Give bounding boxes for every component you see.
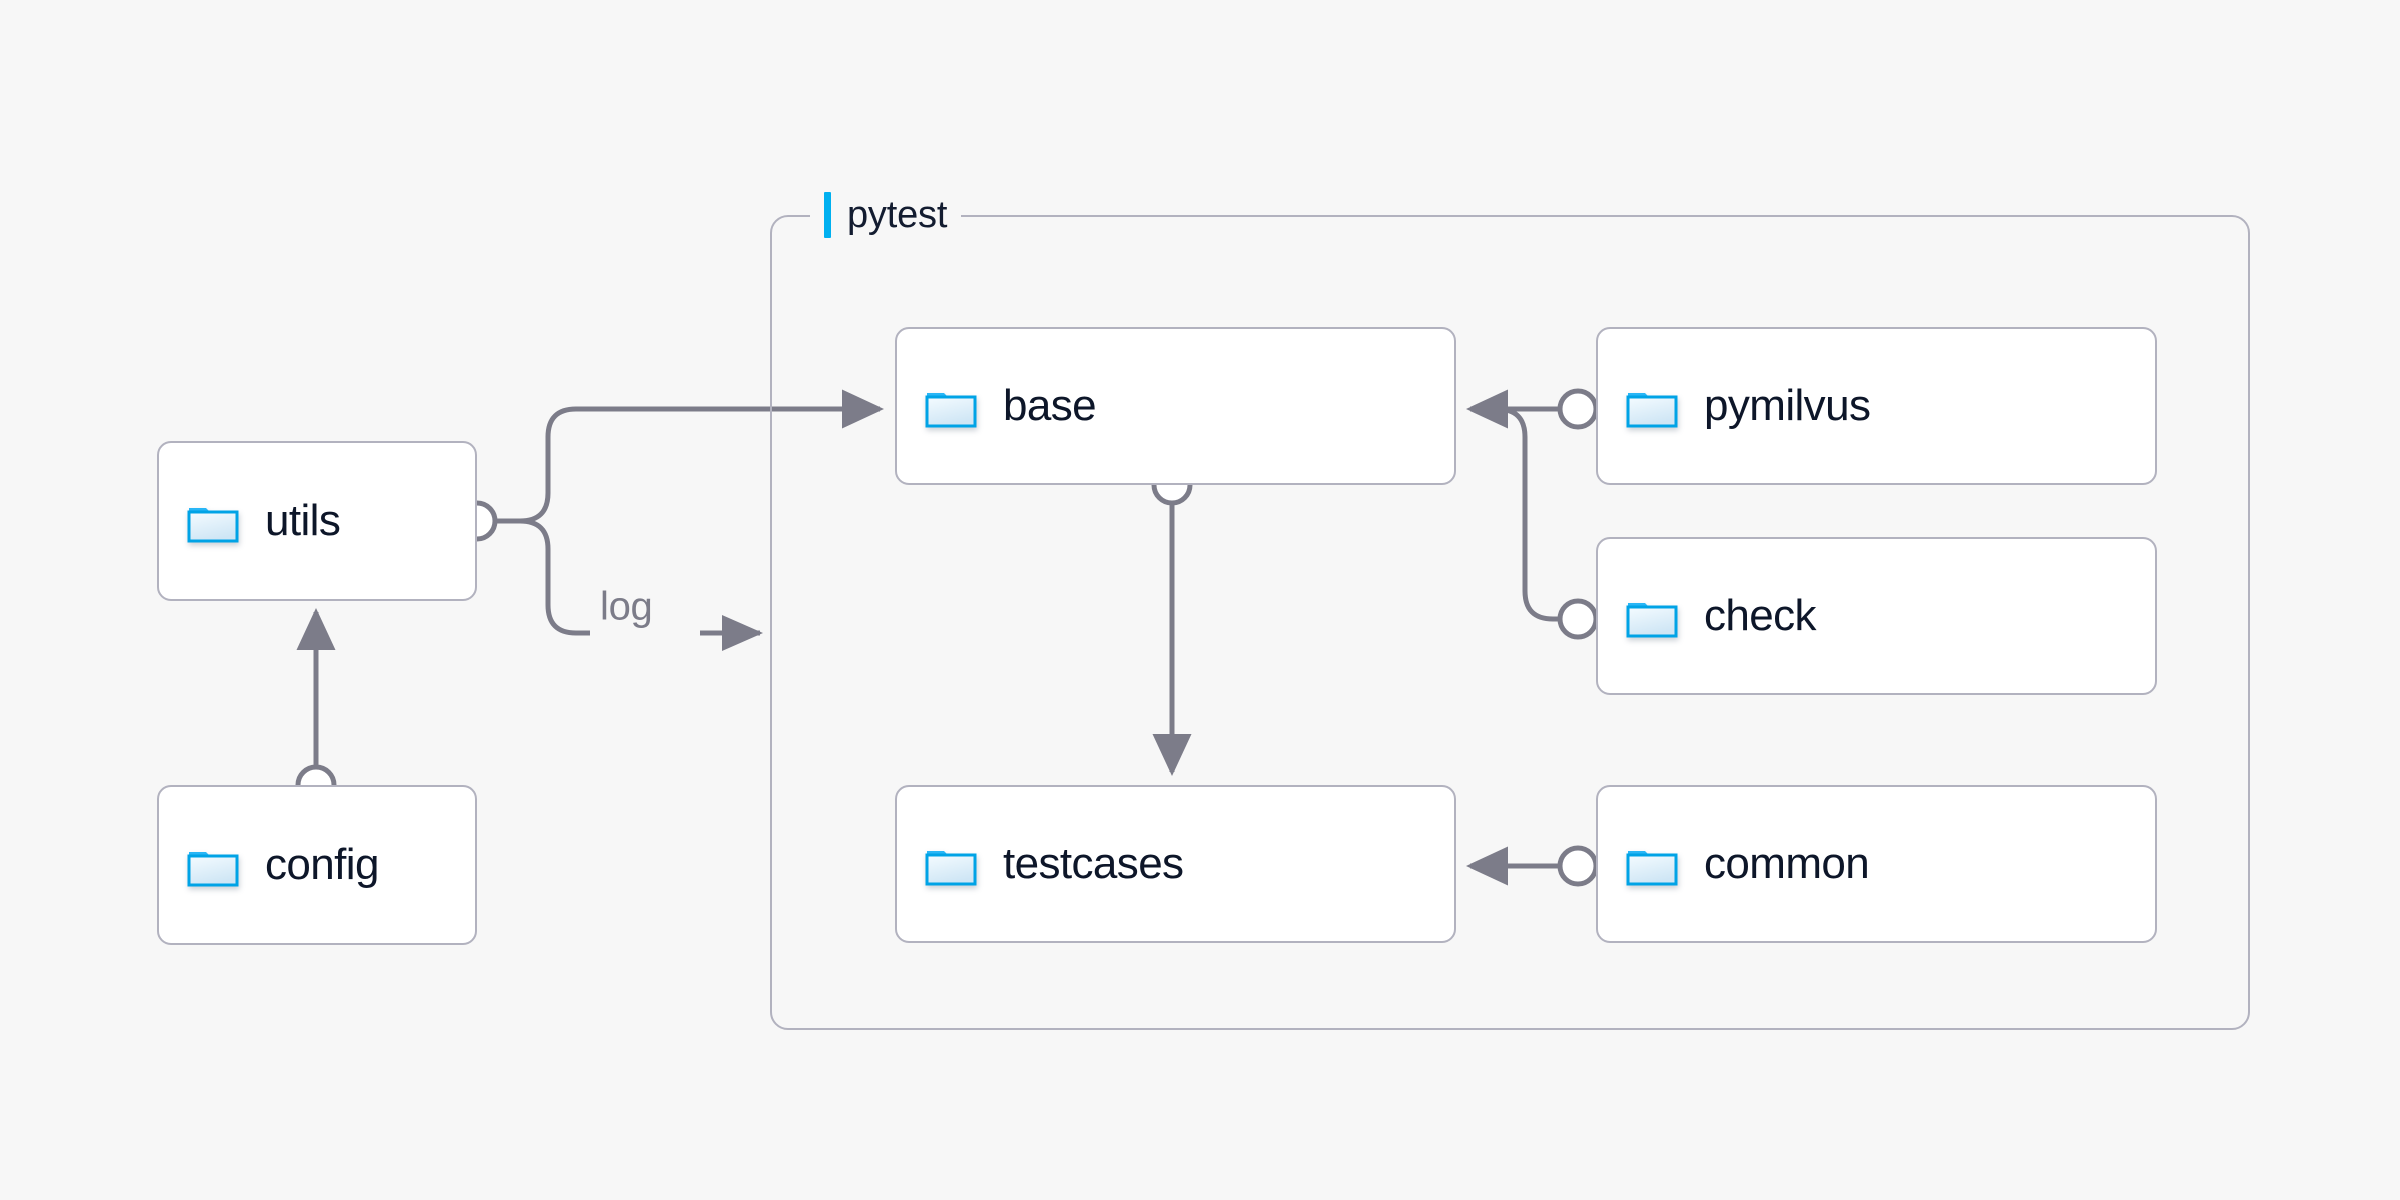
node-label: config	[265, 840, 379, 889]
node-base[interactable]: base	[895, 327, 1456, 485]
node-config[interactable]: config	[157, 785, 477, 945]
edge-label-log: log	[600, 584, 653, 629]
node-label: check	[1704, 591, 1817, 640]
folder-icon	[925, 842, 977, 886]
node-common[interactable]: common	[1596, 785, 2157, 943]
folder-icon	[925, 384, 977, 428]
pytest-group-label: pytest	[810, 188, 962, 242]
node-label: utils	[265, 496, 341, 545]
group-label-text: pytest	[847, 193, 948, 236]
folder-icon	[187, 843, 239, 887]
node-check[interactable]: check	[1596, 537, 2157, 695]
node-label: common	[1704, 839, 1870, 888]
node-utils[interactable]: utils	[157, 441, 477, 601]
folder-icon	[1626, 594, 1678, 638]
node-label: testcases	[1003, 839, 1184, 888]
folder-icon	[187, 499, 239, 543]
node-testcases[interactable]: testcases	[895, 785, 1456, 943]
node-label: base	[1003, 381, 1097, 430]
pytest-group	[770, 215, 2250, 1030]
group-accent-bar	[824, 192, 831, 238]
folder-icon	[1626, 842, 1678, 886]
node-label: pymilvus	[1704, 381, 1871, 430]
node-pymilvus[interactable]: pymilvus	[1596, 327, 2157, 485]
edge-config-to-utils	[295, 607, 337, 806]
folder-icon	[1626, 384, 1678, 428]
